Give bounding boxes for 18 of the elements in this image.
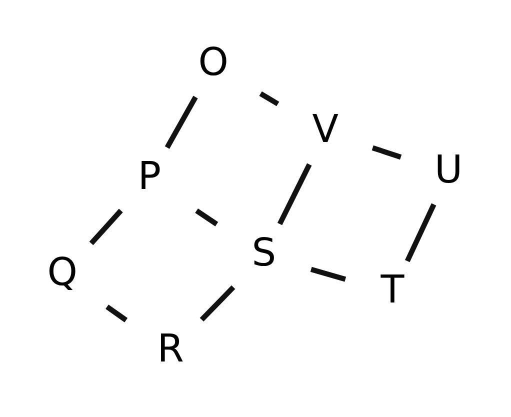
node-text: V [312,107,338,152]
connector [200,285,236,322]
node-text: O [198,40,228,86]
connector [106,304,128,322]
connector [372,145,402,160]
connector [277,163,312,226]
node-text: U [434,148,463,193]
node-text: Q [47,250,78,296]
connector [310,266,346,282]
node-text: P [138,154,161,199]
node-text: S [252,230,276,276]
connector [259,91,280,106]
connector [164,96,198,149]
connector [404,203,436,262]
node-text: R [157,326,184,372]
connector [195,208,218,226]
node-text: T [380,268,404,313]
connector [89,208,123,246]
